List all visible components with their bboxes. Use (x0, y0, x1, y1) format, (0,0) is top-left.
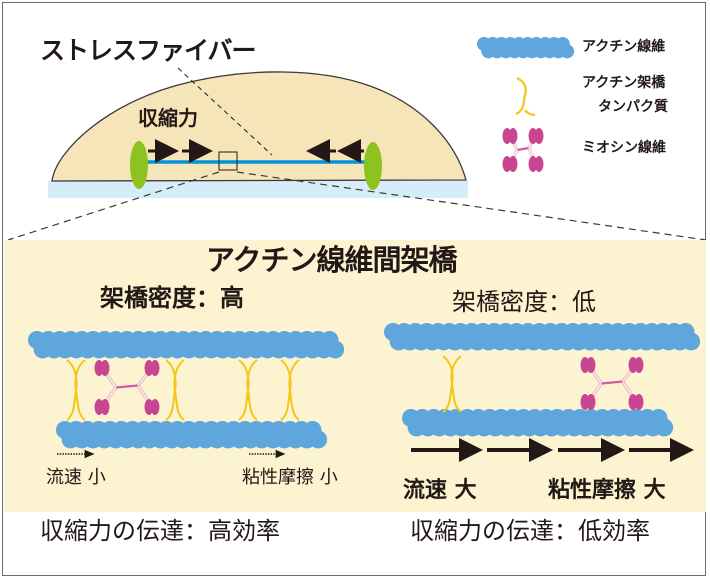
myosin-head (634, 394, 644, 410)
density-high-label: 架橋密度：高 (100, 284, 244, 312)
detail-title: アクチン線維間架橋 (206, 243, 458, 277)
flow-small-label: 流速 小 (46, 467, 106, 488)
myosin-head (150, 399, 160, 415)
myosin-filament (502, 128, 544, 172)
detail-panel (4, 240, 706, 512)
density-low-label: 架橋密度：低 (452, 288, 596, 316)
myosin-filament-icon (502, 128, 544, 172)
actin-filament-bottom-left (56, 421, 328, 449)
stress-fiber-label: ストレスファイバー (40, 36, 257, 65)
legend-actin-filament (477, 37, 575, 59)
actin-monomer (682, 332, 701, 351)
cell-illustration (7, 67, 707, 241)
zoom-line-left (7, 171, 220, 241)
myosin-head (100, 399, 110, 415)
legend-myosin-label: ミオシン線維 (582, 140, 666, 156)
myosin-head (586, 394, 596, 410)
efficiency-high-label: 収縮力の伝達：高効率 (40, 517, 280, 545)
crosslinker-protein (66, 359, 86, 421)
crosslinker-protein (238, 359, 258, 421)
low-density-illustration (384, 323, 701, 437)
crosslinker-protein-icon (515, 77, 536, 117)
actin-filament-top-right (384, 323, 701, 351)
myosin-head (586, 357, 596, 373)
flow-large-label: 流速 大 (403, 478, 477, 503)
legend-actin-label: アクチン線維 (582, 39, 666, 55)
legend-crosslinker-label-line2: タンパク質 (598, 99, 668, 115)
zoom-region-box (218, 151, 238, 171)
stress-fiber-pointer (177, 67, 273, 156)
myosin-head (534, 156, 544, 172)
actin-filament-icon (477, 37, 575, 59)
actin-monomer (309, 430, 328, 449)
actin-monomer (655, 418, 674, 437)
efficiency-low-label: 収縮力の伝達：低効率 (410, 517, 650, 545)
high-density-illustration (28, 331, 345, 449)
substrate (48, 181, 468, 198)
myosin-head (100, 360, 110, 376)
myosin-head (634, 357, 644, 373)
myosin-filament (94, 360, 160, 415)
myosin-head (534, 128, 544, 144)
actin-monomer (326, 340, 345, 359)
friction-small-label: 粘性摩擦 小 (242, 467, 338, 488)
myosin-head (150, 360, 160, 376)
legend (477, 37, 575, 172)
actin-monomer (560, 44, 575, 59)
crosslinker-protein (280, 359, 300, 421)
actin-filament-bottom-right (402, 409, 674, 437)
contractile-force-label: 収縮力 (138, 106, 198, 130)
myosin-head (508, 156, 518, 172)
cell-body (51, 71, 467, 182)
zoom-line-right (236, 171, 707, 241)
friction-large-label: 粘性摩擦 大 (548, 478, 666, 503)
crosslinker-protein (442, 355, 462, 413)
legend-crosslinker-label-line1: アクチン架橋 (582, 75, 666, 91)
crosslinker-protein (165, 359, 185, 421)
focal-adhesion-right (364, 142, 382, 190)
actin-filament-top-left (28, 331, 345, 359)
focal-adhesion-left (130, 141, 148, 189)
myosin-filament (580, 357, 644, 410)
myosin-head (508, 128, 518, 144)
